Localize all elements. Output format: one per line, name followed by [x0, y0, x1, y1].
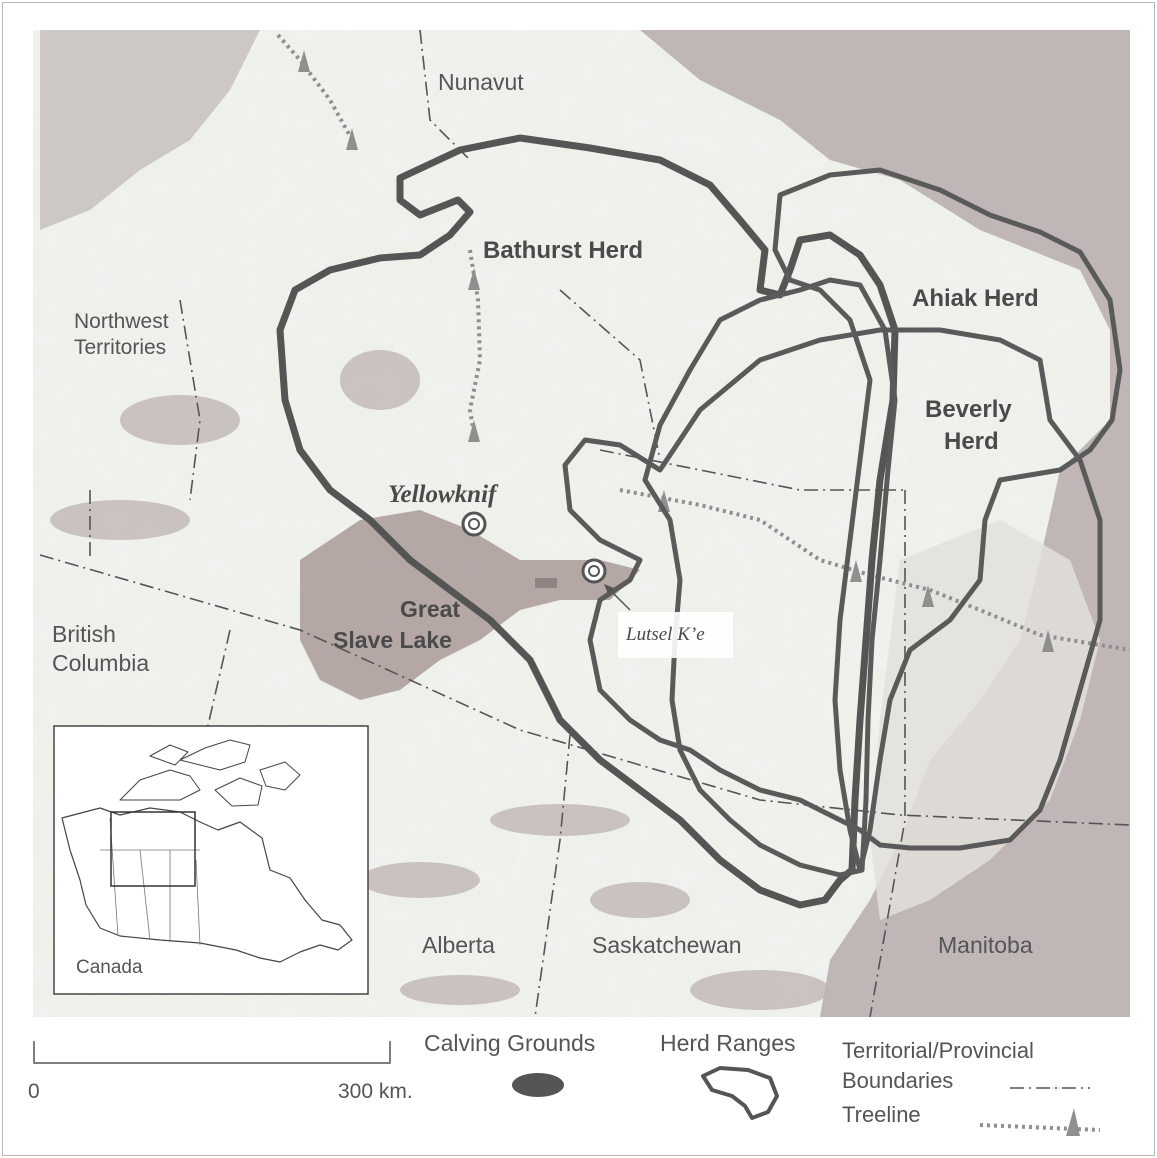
lutsel-ke-marker — [581, 558, 607, 584]
region-nwt-line2: Territories — [74, 336, 166, 359]
legend-calving-swatch — [512, 1073, 564, 1097]
region-bc-line1: British — [52, 621, 116, 647]
scale-end-label: 300 km. — [338, 1080, 413, 1103]
lutsel-ke-pointer — [607, 587, 631, 611]
place-lutsel-ke-label: Lutsel K’e — [625, 624, 705, 645]
legend-treeline-marker — [1066, 1108, 1080, 1136]
bathurst-range — [276, 134, 899, 909]
herd-ahiak-label: Ahiak Herd — [912, 285, 1039, 312]
region-bc-line2: Columbia — [52, 650, 149, 676]
legend-treeline-swatch — [979, 1123, 1101, 1132]
region-manitoba: Manitoba — [938, 932, 1033, 958]
legend: Calving Grounds Herd Ranges Territorial/… — [424, 1030, 1101, 1136]
inset-study-area-box — [110, 811, 196, 887]
ahiak-range — [772, 167, 1123, 873]
terrain-northwest-dark — [40, 30, 260, 230]
legend-ranges-label: Herd Ranges — [660, 1030, 796, 1056]
inset-canada-outline — [61, 807, 353, 963]
legend-boundaries-line2: Boundaries — [842, 1068, 953, 1093]
scale-start-label: 0 — [28, 1080, 40, 1103]
region-nunavut: Nunavut — [438, 69, 524, 95]
region-nwt-line1: Northwest — [74, 310, 169, 333]
terrain-east-lighter — [870, 520, 1100, 920]
legend-treeline-label: Treeline — [842, 1102, 921, 1127]
region-alberta: Alberta — [422, 932, 495, 958]
legend-calving-label: Calving Grounds — [424, 1030, 595, 1056]
terrain-patches — [50, 350, 830, 1010]
herd-beverly-label-line1: Beverly — [925, 396, 1012, 423]
herd-bathurst-label: Bathurst Herd — [483, 237, 643, 264]
inset-arctic-islands — [119, 739, 301, 807]
yellowknife-marker — [461, 511, 487, 537]
scale-bar: 0 300 km. — [28, 1041, 413, 1103]
herd-beverly-label-line2: Herd — [944, 428, 999, 455]
lake-label-line2: Slave Lake — [333, 627, 452, 653]
inset-canada-label: Canada — [76, 957, 143, 978]
calving-ground-marker — [535, 578, 557, 588]
lutsel-ke-arrowhead — [604, 584, 614, 594]
inset-map: Canada — [53, 725, 369, 995]
lake-label-line1: Great — [400, 596, 460, 622]
region-saskatchewan: Saskatchewan — [592, 932, 742, 958]
legend-ranges-swatch — [701, 1066, 779, 1120]
legend-boundaries-line1: Territorial/Provincial — [842, 1038, 1034, 1063]
treeline-markers — [298, 50, 1054, 652]
place-yellowknife-label: Yellowknif — [388, 481, 499, 508]
lutsel-range — [562, 327, 1103, 851]
lutsel-ke-label-bg — [618, 612, 733, 658]
